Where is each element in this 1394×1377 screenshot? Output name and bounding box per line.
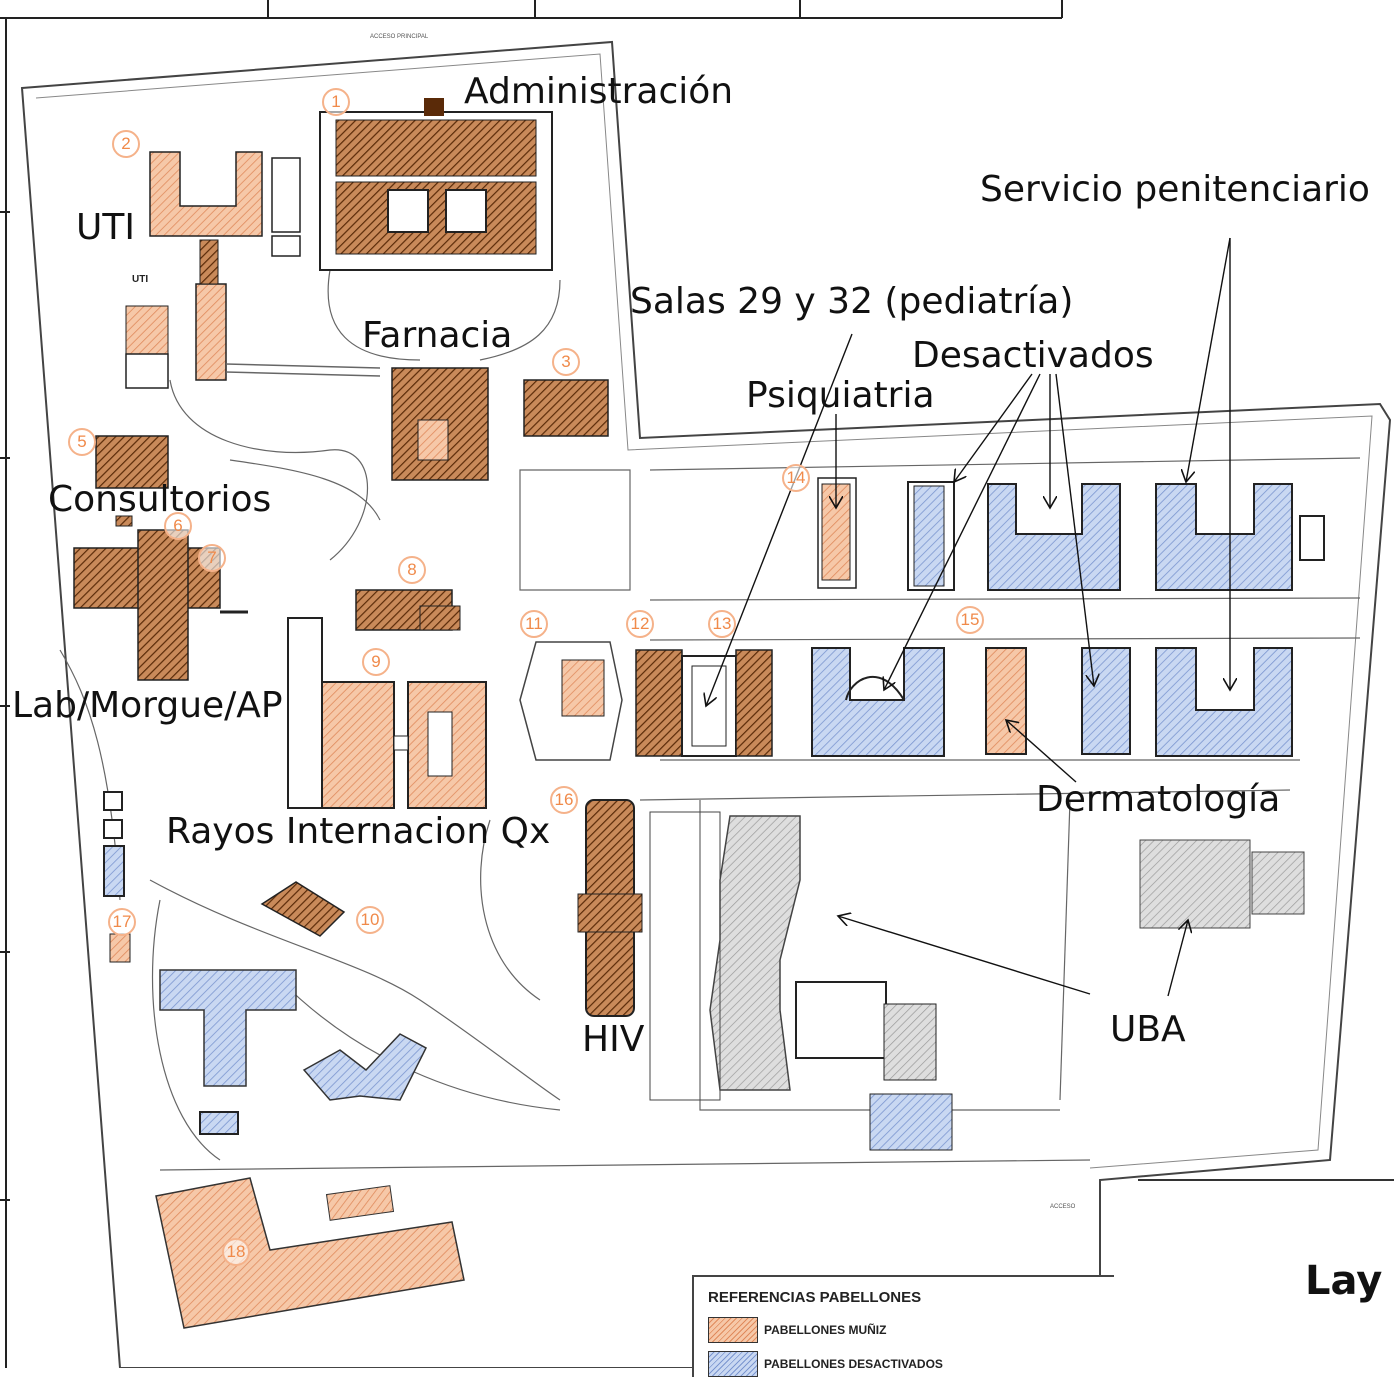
pavilion-number: 14 xyxy=(782,464,810,492)
building-15 xyxy=(985,647,1027,755)
pavilion-number: 11 xyxy=(520,610,548,638)
pavilion-number: 10 xyxy=(356,906,384,934)
label-uti: UTI xyxy=(76,207,135,248)
building-9-rayos xyxy=(287,617,487,809)
building-desactivado-4 xyxy=(1081,647,1131,755)
label-rayos: Rayos Internacion Qx xyxy=(166,811,551,852)
building-penitenciario-1 xyxy=(1155,483,1293,591)
label-desactivados: Desactivados xyxy=(912,335,1154,376)
label-uba: UBA xyxy=(1110,1009,1186,1050)
building-7 xyxy=(73,529,248,681)
label-psiquiatria: Psiquiatria xyxy=(746,375,935,416)
pavilion-number: 2 xyxy=(112,130,140,158)
pavilion-number: 1 xyxy=(322,88,350,116)
label-salas: Salas 29 y 32 (pediatría) xyxy=(630,281,1074,322)
building-17 xyxy=(109,933,131,963)
muniz-swatch xyxy=(708,1317,758,1343)
building-5 xyxy=(95,435,169,489)
building-13 xyxy=(735,649,773,757)
building-3 xyxy=(523,379,609,437)
building-uba xyxy=(649,811,1305,1151)
building-desactivado-3 xyxy=(811,647,945,757)
building-blue-2 xyxy=(302,1033,427,1101)
building-11 xyxy=(519,641,623,761)
building-18 xyxy=(155,1177,465,1329)
label-lab-morgue: Lab/Morgue/AP xyxy=(12,685,283,726)
label-consultorios: Consultorios xyxy=(48,479,272,520)
legend-title: REFERENCIAS PABELLONES xyxy=(708,1289,922,1306)
acceso-text: ACCESO xyxy=(1050,1204,1076,1210)
label-farmacia: Farnacia xyxy=(362,315,513,356)
legend-item-desactivados: PABELLONES DESACTIVADOS xyxy=(708,1351,943,1377)
pavilion-number: 6 xyxy=(164,512,192,540)
legend-label-muniz: PABELLONES MUÑIZ xyxy=(764,1323,887,1337)
building-12 xyxy=(635,649,683,757)
pavilion-number: 8 xyxy=(398,556,426,584)
acceso-principal-text: ACCESO PRINCIPAL xyxy=(370,34,429,40)
building-10 xyxy=(260,881,346,937)
layout-title: Lay xyxy=(1305,1258,1383,1304)
legend-label-desactivados: PABELLONES DESACTIVADOS xyxy=(764,1357,943,1371)
pavilion-number: 7 xyxy=(198,544,226,572)
building-uti xyxy=(125,151,381,389)
label-dermatologia: Dermatología xyxy=(1036,779,1281,820)
building-penitenciario-2 xyxy=(1155,647,1293,757)
building-blue-t xyxy=(159,969,297,1087)
title-block-frame xyxy=(0,0,1063,1368)
pavilion-number: 16 xyxy=(550,786,578,814)
building-desactivado-1 xyxy=(913,485,945,587)
uti-small-label: UTI xyxy=(132,274,149,285)
label-servicio-penitenciario: Servicio penitenciario xyxy=(980,169,1370,210)
label-hiv: HIV xyxy=(582,1019,645,1060)
building-desactivado-2 xyxy=(987,483,1121,591)
pavilion-number: 3 xyxy=(552,348,580,376)
pavilion-number: 13 xyxy=(708,610,736,638)
site-boundary xyxy=(20,40,1392,1368)
annotation-arrows xyxy=(706,237,1230,997)
roads xyxy=(59,269,1361,1171)
legend: REFERENCIAS PABELLONES PABELLONES MUÑIZ … xyxy=(692,1275,1114,1377)
legend-item-muniz: PABELLONES MUÑIZ xyxy=(708,1317,886,1343)
pavilion-number: 15 xyxy=(956,606,984,634)
pavilion-number: 9 xyxy=(362,648,390,676)
desactivados-swatch xyxy=(708,1351,758,1377)
building-administracion xyxy=(319,98,553,271)
pavilion-number: 17 xyxy=(108,908,136,936)
pavilion-number: 12 xyxy=(626,610,654,638)
pavilion-number: 18 xyxy=(222,1238,250,1266)
pavilion-number: 5 xyxy=(68,428,96,456)
label-administracion: Administración xyxy=(464,71,734,112)
